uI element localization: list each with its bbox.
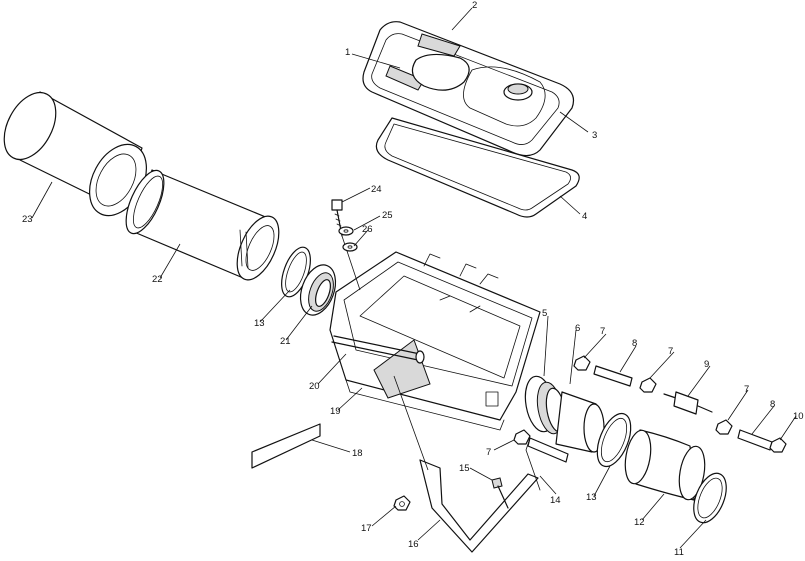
- callout-2: 1: [345, 47, 350, 58]
- callout-7d: 7: [486, 447, 491, 458]
- outlet-boot: [524, 375, 567, 435]
- drain-tube: [331, 335, 425, 364]
- callout-17: 17: [361, 523, 372, 534]
- leader-lines: [31, 7, 797, 549]
- stud-b: [737, 429, 773, 451]
- end-nut: [769, 437, 787, 453]
- callout-6: 6: [575, 323, 580, 334]
- callout-9: 9: [704, 359, 709, 370]
- callout-14: 14: [550, 495, 561, 506]
- callout-13-right: 13: [586, 492, 597, 503]
- filter-adapter: [299, 264, 337, 316]
- stud-a: [593, 365, 633, 387]
- callout-7b: 7: [668, 346, 673, 357]
- callout-22: 22: [152, 274, 163, 285]
- callout-18: 18: [352, 448, 363, 459]
- callout-26: 26: [362, 224, 373, 235]
- callout-7c: 7: [744, 384, 749, 395]
- cover-gasket: [375, 117, 580, 218]
- intake-duct: [624, 429, 706, 501]
- callout-20-hose: 20: [309, 381, 320, 392]
- mounting-bracket: [393, 375, 539, 553]
- nut-b: [639, 377, 657, 393]
- callout-8a: 8: [632, 338, 637, 349]
- washer-upper: [338, 226, 354, 236]
- callout-4: 4: [582, 211, 587, 222]
- airbox-cover: [362, 21, 575, 157]
- seal-plate: [251, 423, 321, 469]
- callout-13-left: 13: [254, 318, 265, 329]
- callout-7a: 7: [600, 326, 605, 337]
- stay-rod: [525, 437, 569, 491]
- callout-1: 2: [472, 0, 477, 11]
- callout-23: 23: [22, 214, 33, 225]
- nut-d: [513, 429, 531, 445]
- airbox-base: [329, 251, 541, 431]
- clamp-ring-right: [596, 412, 632, 468]
- callout-19: 19: [330, 406, 341, 417]
- callout-16: 16: [408, 539, 419, 550]
- callout-3: 3: [592, 130, 597, 141]
- callout-15: 15: [459, 463, 470, 474]
- callout-24: 24: [371, 184, 382, 195]
- callout-labels: 2 1 3 4 5 6 7 8 7 9 7 8 10 11 12 13 14 1…: [22, 0, 804, 558]
- small-screw: [491, 477, 509, 509]
- boot-clamp: [555, 391, 605, 453]
- callout-12: 12: [634, 517, 645, 528]
- callout-21: 21: [280, 336, 291, 347]
- clamp-ring-far: [693, 472, 727, 524]
- callout-5: 5: [542, 308, 547, 319]
- callout-10: 10: [793, 411, 804, 422]
- air-filter-element: [125, 169, 280, 281]
- washer-lower: [342, 242, 358, 252]
- callout-11: 11: [674, 547, 684, 558]
- bracket-nut: [393, 495, 411, 511]
- nut-c: [715, 419, 733, 435]
- callout-25: 25: [382, 210, 393, 221]
- check-valve: [663, 391, 713, 415]
- callout-8b: 8: [770, 399, 775, 410]
- nut-a: [573, 355, 591, 371]
